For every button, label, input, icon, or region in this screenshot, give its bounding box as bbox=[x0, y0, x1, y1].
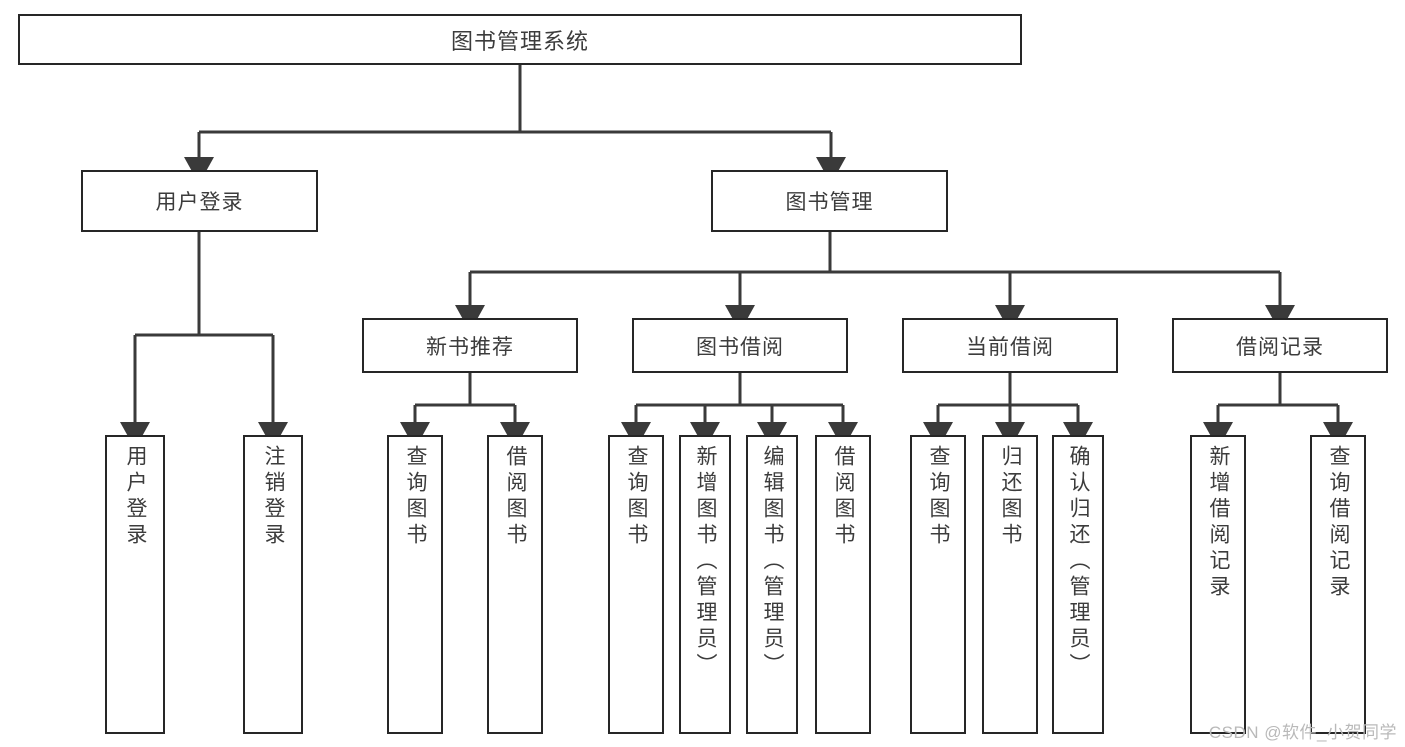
node-leaf-return-book[interactable]: 归还图书 bbox=[982, 435, 1038, 734]
node-leaf-user-login[interactable]: 用户登录 bbox=[105, 435, 165, 734]
node-leaf-add-book-label: 新增图书（管理员） bbox=[694, 445, 718, 679]
node-root-label: 图书管理系统 bbox=[450, 28, 589, 54]
node-leaf-logout-label: 注销登录 bbox=[262, 445, 286, 549]
node-new-book-rec[interactable]: 新书推荐 bbox=[362, 318, 578, 373]
node-leaf-logout[interactable]: 注销登录 bbox=[243, 435, 303, 734]
node-leaf-user-login-label: 用户登录 bbox=[124, 445, 148, 549]
node-leaf-borrow-book-2-label: 借阅图书 bbox=[832, 445, 856, 549]
node-book-manage[interactable]: 图书管理 bbox=[711, 170, 948, 232]
node-leaf-query-book-1[interactable]: 查询图书 bbox=[387, 435, 443, 734]
watermark: CSDN @软件_小贺同学 bbox=[1208, 723, 1397, 742]
node-leaf-confirm-return[interactable]: 确认归还（管理员） bbox=[1052, 435, 1104, 734]
node-leaf-add-book[interactable]: 新增图书（管理员） bbox=[679, 435, 731, 734]
node-leaf-add-record[interactable]: 新增借阅记录 bbox=[1190, 435, 1246, 734]
node-book-borrow-label: 图书借阅 bbox=[696, 335, 784, 359]
node-root[interactable]: 图书管理系统 bbox=[18, 14, 1022, 65]
node-leaf-edit-book[interactable]: 编辑图书（管理员） bbox=[746, 435, 798, 734]
node-leaf-query-book-2-label: 查询图书 bbox=[625, 445, 649, 549]
node-leaf-query-record[interactable]: 查询借阅记录 bbox=[1310, 435, 1366, 734]
node-user-login[interactable]: 用户登录 bbox=[81, 170, 318, 232]
node-leaf-borrow-book-1-label: 借阅图书 bbox=[504, 445, 528, 549]
node-leaf-return-book-label: 归还图书 bbox=[999, 445, 1023, 549]
node-current-borrow-label: 当前借阅 bbox=[966, 335, 1054, 359]
node-leaf-edit-book-label: 编辑图书（管理员） bbox=[761, 445, 785, 679]
node-book-manage-label: 图书管理 bbox=[785, 191, 874, 214]
node-current-borrow[interactable]: 当前借阅 bbox=[902, 318, 1118, 373]
node-leaf-query-book-2[interactable]: 查询图书 bbox=[608, 435, 664, 734]
node-leaf-query-record-label: 查询借阅记录 bbox=[1327, 445, 1351, 601]
node-leaf-borrow-book-2[interactable]: 借阅图书 bbox=[815, 435, 871, 734]
node-borrow-record-label: 借阅记录 bbox=[1236, 335, 1324, 359]
node-leaf-query-book-3-label: 查询图书 bbox=[927, 445, 951, 549]
node-borrow-record[interactable]: 借阅记录 bbox=[1172, 318, 1388, 373]
node-leaf-borrow-book-1[interactable]: 借阅图书 bbox=[487, 435, 543, 734]
node-leaf-add-record-label: 新增借阅记录 bbox=[1207, 445, 1231, 601]
node-leaf-confirm-return-label: 确认归还（管理员） bbox=[1067, 445, 1091, 679]
node-book-borrow[interactable]: 图书借阅 bbox=[632, 318, 848, 373]
node-leaf-query-book-3[interactable]: 查询图书 bbox=[910, 435, 966, 734]
node-new-book-rec-label: 新书推荐 bbox=[426, 335, 514, 359]
node-user-login-label: 用户登录 bbox=[155, 191, 244, 214]
node-leaf-query-book-1-label: 查询图书 bbox=[404, 445, 428, 549]
